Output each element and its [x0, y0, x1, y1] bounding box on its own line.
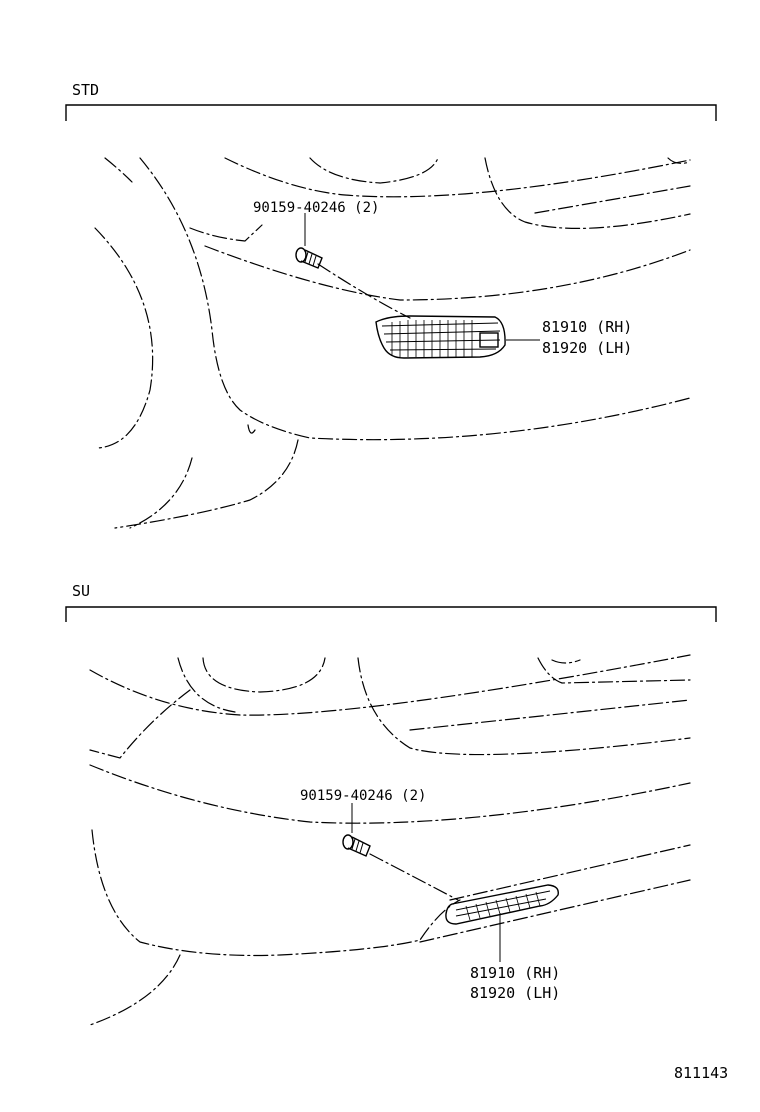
- lamp-part-number-lh-su: 81920 (LH): [470, 984, 560, 1002]
- lamp-part-number-rh-std: 81910 (RH): [542, 318, 632, 336]
- lamp-part-number-lh-std: 81920 (LH): [542, 339, 632, 357]
- section-bracket-std: [65, 104, 717, 121]
- bumper-outline-std: [94, 157, 691, 529]
- screw-std: [295, 247, 323, 269]
- screw-part-number-su: 90159-40246 (2): [300, 788, 426, 804]
- section-title-su: SU: [72, 582, 90, 600]
- side-marker-lamp-su: [445, 884, 559, 925]
- section-su: SU 90159-40246 (2): [65, 582, 717, 1026]
- side-marker-lamp-std: [375, 315, 506, 359]
- section-std: STD 90159-40246 (2): [65, 81, 717, 529]
- section-title-std: STD: [72, 81, 99, 99]
- diagram-id: 811143: [674, 1064, 728, 1082]
- bumper-outline-su: [89, 654, 691, 1026]
- screw-direction-line-su: [369, 853, 459, 901]
- screw-part-number-std: 90159-40246 (2): [253, 200, 379, 216]
- lamp-part-number-rh-su: 81910 (RH): [470, 964, 560, 982]
- screw-direction-line-std: [317, 263, 411, 319]
- screw-su: [342, 834, 371, 857]
- section-bracket-su: [65, 606, 717, 622]
